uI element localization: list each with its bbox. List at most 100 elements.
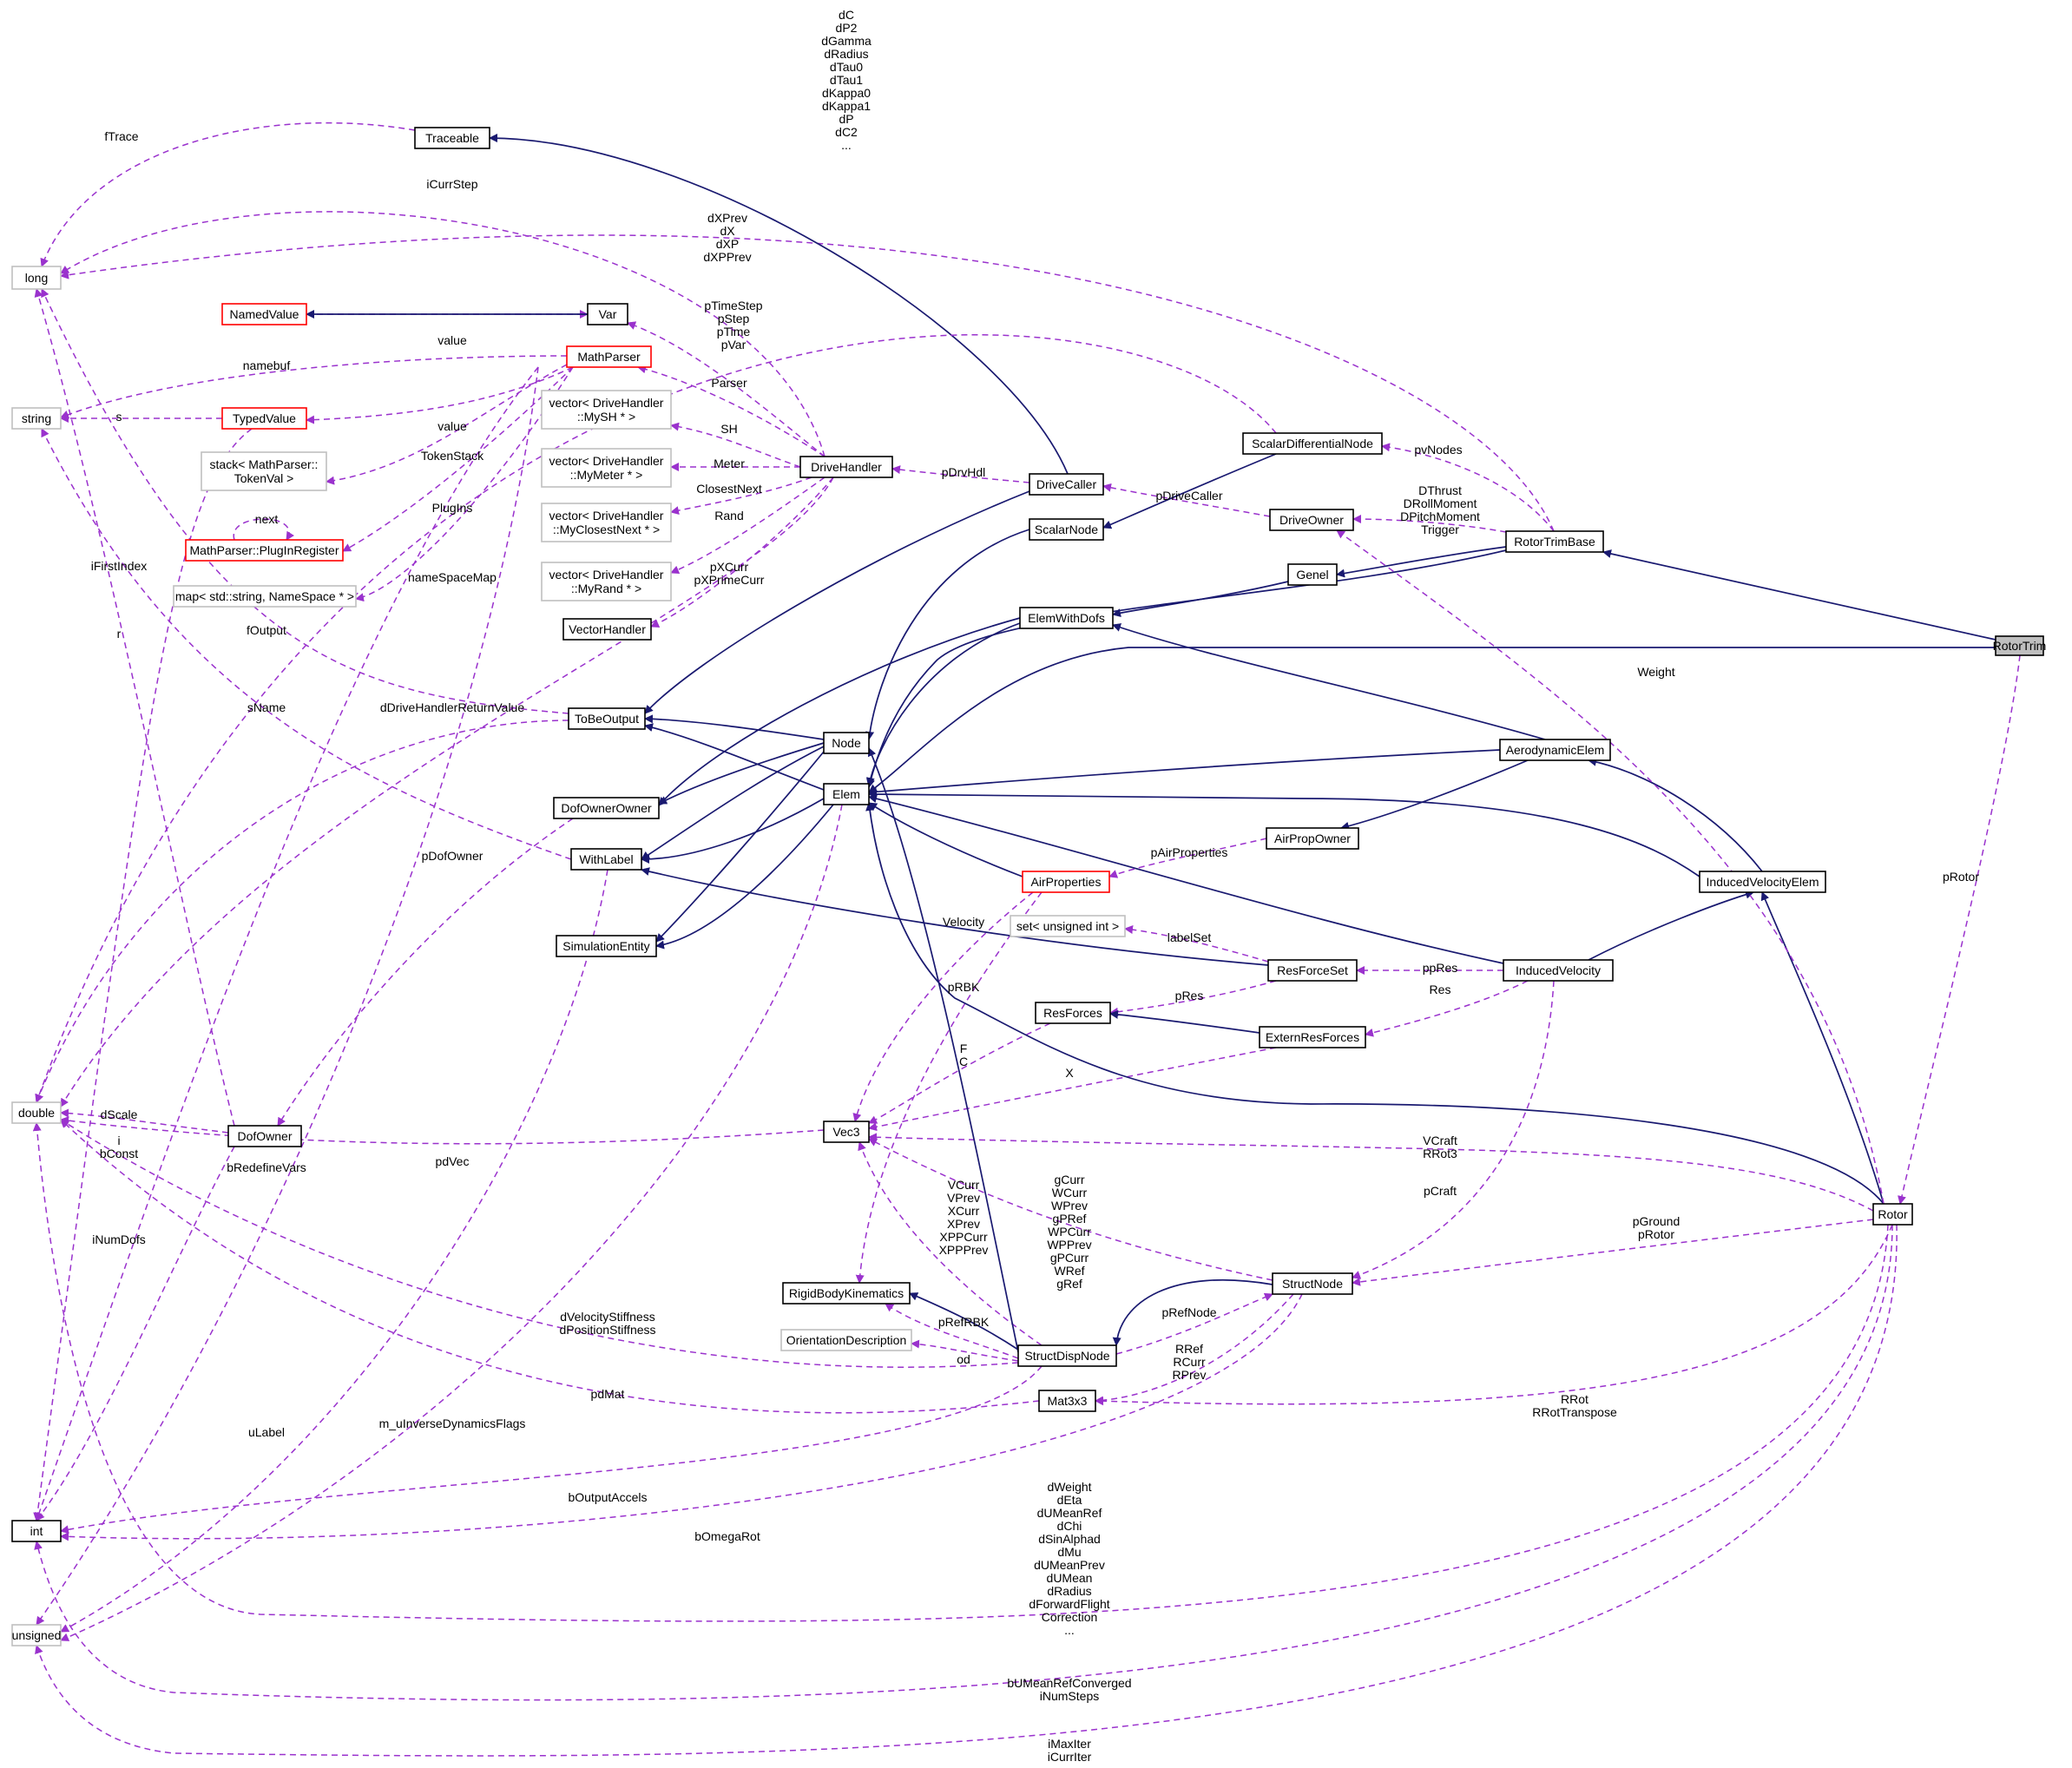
class-node-RotorTrimBase[interactable]: RotorTrimBase [1505, 530, 1604, 553]
class-node-ExternResForces[interactable]: ExternResForces [1259, 1026, 1366, 1048]
class-node-label: RigidBodyKinematics [789, 1286, 904, 1300]
class-node-vecMySH[interactable]: vector< DriveHandler::MySH * > [541, 390, 672, 430]
class-node-RotorTrim[interactable]: RotorTrim [1993, 635, 2047, 656]
class-node-WithLabel[interactable]: WithLabel [570, 848, 642, 871]
class-node-ToBeOutput[interactable]: ToBeOutput [568, 707, 646, 730]
class-node-label: ScalarDifferentialNode [1252, 437, 1373, 450]
class-node-Elem[interactable]: Elem [823, 783, 870, 805]
class-node-Vec3[interactable]: Vec3 [823, 1121, 870, 1143]
class-node-ScalarDifferentialNode[interactable]: ScalarDifferentialNode [1242, 432, 1383, 455]
edge-label-line: nameSpaceMap [408, 570, 497, 584]
class-node-Var[interactable]: Var [587, 303, 628, 325]
class-node-label: ToBeOutput [575, 712, 639, 726]
class-node-vecMyRand[interactable]: vector< DriveHandler::MyRand * > [541, 562, 672, 601]
edge-label-line: od [957, 1352, 970, 1366]
class-node-string[interactable]: string [11, 407, 62, 430]
edge-label-od: od [957, 1352, 970, 1366]
class-node-label: AirPropOwner [1274, 831, 1351, 845]
class-node-ResForceSet[interactable]: ResForceSet [1267, 959, 1358, 982]
class-node-AirPropOwner[interactable]: AirPropOwner [1266, 827, 1359, 850]
class-node-DriveCaller[interactable]: DriveCaller [1029, 473, 1104, 496]
class-node-double[interactable]: double [11, 1101, 62, 1124]
class-node-mapNS[interactable]: map< std::string, NameSpace * > [173, 585, 357, 608]
edge-DriveHandler-to-vecMyRand [670, 477, 826, 575]
class-node-OrientationDescription[interactable]: OrientationDescription [780, 1329, 912, 1351]
edge-label-line: i [117, 1134, 120, 1147]
class-node-label: TypedValue [233, 411, 296, 425]
class-node-AirProperties[interactable]: AirProperties [1022, 871, 1110, 893]
class-node-box [823, 783, 870, 805]
class-node-SimulationEntity[interactable]: SimulationEntity [556, 935, 657, 957]
class-node-StructNode[interactable]: StructNode [1272, 1272, 1353, 1295]
class-node-vecMyClosest[interactable]: vector< DriveHandler::MyClosestNext * > [541, 503, 672, 542]
class-node-DriveHandler[interactable]: DriveHandler [799, 456, 893, 478]
class-node-Genel[interactable]: Genel [1287, 563, 1338, 586]
edge-label-Weight: Weight [1637, 665, 1674, 679]
edge-label-line: dXPPrev [703, 250, 751, 264]
class-node-ScalarNode[interactable]: ScalarNode [1029, 518, 1104, 541]
class-node-VectorHandler[interactable]: VectorHandler [562, 618, 652, 641]
class-node-MathParser[interactable]: MathParser [566, 345, 652, 368]
class-node-unsigned[interactable]: unsigned [11, 1624, 62, 1646]
edge-AirProperties-to-Elem [868, 802, 1023, 877]
edge-label-line: Trigger [1421, 523, 1459, 536]
class-node-label-line: StructNode [1282, 1277, 1343, 1291]
edge-label-line: dUMean [1047, 1571, 1093, 1585]
class-node-label: SimulationEntity [562, 939, 649, 953]
class-node-Traceable[interactable]: Traceable [414, 127, 490, 149]
class-node-label-line: RotorTrim [1993, 639, 2047, 653]
class-node-DriveOwner[interactable]: DriveOwner [1269, 509, 1354, 531]
class-node-box [556, 935, 657, 957]
class-node-long[interactable]: long [11, 266, 62, 290]
class-node-label-line: Mat3x3 [1048, 1394, 1088, 1408]
class-node-DofOwnerOwner[interactable]: DofOwnerOwner [553, 797, 660, 819]
edge-ScalarDifferentialNode-to-double [35, 334, 1277, 1103]
class-node-label: ResForceSet [1277, 963, 1348, 977]
class-node-box [1499, 739, 1611, 761]
class-node-int[interactable]: int [11, 1520, 62, 1542]
edge-label-line: pvNodes [1414, 443, 1462, 457]
edge-label-line: m_uInverseDynamicsFlags [379, 1416, 526, 1430]
class-node-DofOwner[interactable]: DofOwner [227, 1125, 302, 1147]
class-node-stackTok[interactable]: stack< MathParser::TokenVal > [201, 451, 327, 491]
class-node-TypedValue[interactable]: TypedValue [221, 407, 307, 430]
edge-Mat3x3-to-double [60, 1119, 1040, 1414]
class-node-InducedVelocityElem[interactable]: InducedVelocityElem [1699, 871, 1826, 893]
class-node-box [541, 448, 672, 488]
edge-Vec3-to-double [60, 1116, 825, 1145]
edge-StructDispNode-to-StructNode [1115, 1292, 1273, 1355]
class-node-NamedValue[interactable]: NamedValue [221, 303, 307, 325]
class-node-ElemWithDofs[interactable]: ElemWithDofs [1019, 607, 1114, 629]
class-node-ResForces[interactable]: ResForces [1035, 1002, 1111, 1024]
edge-label-line: DThrust [1418, 483, 1462, 497]
edge-Node-to-ToBeOutput [644, 714, 825, 740]
class-node-Rotor[interactable]: Rotor [1872, 1203, 1913, 1226]
edge-label-line: XPPPrev [939, 1243, 989, 1257]
class-node-setUInt[interactable]: set< unsigned int > [1010, 915, 1126, 937]
class-node-Node[interactable]: Node [823, 732, 870, 754]
class-node-StructDispNode[interactable]: StructDispNode [1017, 1344, 1117, 1367]
class-node-Mat3x3[interactable]: Mat3x3 [1038, 1390, 1096, 1412]
edge-label-line: pRes [1175, 989, 1204, 1002]
class-node-RigidBodyKinematics[interactable]: RigidBodyKinematics [782, 1282, 911, 1305]
class-node-label-line: Traceable [425, 131, 479, 145]
edge-MathParser-to-mapNS [355, 366, 574, 602]
class-node-label: Vec3 [832, 1125, 859, 1139]
class-node-label: DriveOwner [1279, 513, 1344, 527]
class-node-AerodynamicElem[interactable]: AerodynamicElem [1499, 739, 1611, 761]
edge-label-line: VCraft [1423, 1134, 1457, 1147]
class-node-PlugInRegister[interactable]: MathParser::PlugInRegister [185, 539, 344, 562]
edge-label-line: pXCurr [710, 560, 749, 574]
edge-label-value2: value [437, 419, 467, 433]
edge-label-line: Weight [1637, 665, 1674, 679]
class-node-InducedVelocity[interactable]: InducedVelocity [1503, 959, 1614, 982]
edge-label-mUInv: m_uInverseDynamicsFlags [379, 1416, 526, 1430]
edge-label-line: dWeight [1047, 1480, 1091, 1494]
edge-label-line: PlugIns [432, 501, 473, 515]
edge-label-bRedefineVars: bRedefineVars [227, 1160, 306, 1174]
edge-Rotor-to-Vec3 [868, 1133, 1874, 1212]
class-node-vecMyMeter[interactable]: vector< DriveHandler::MyMeter * > [541, 448, 672, 488]
